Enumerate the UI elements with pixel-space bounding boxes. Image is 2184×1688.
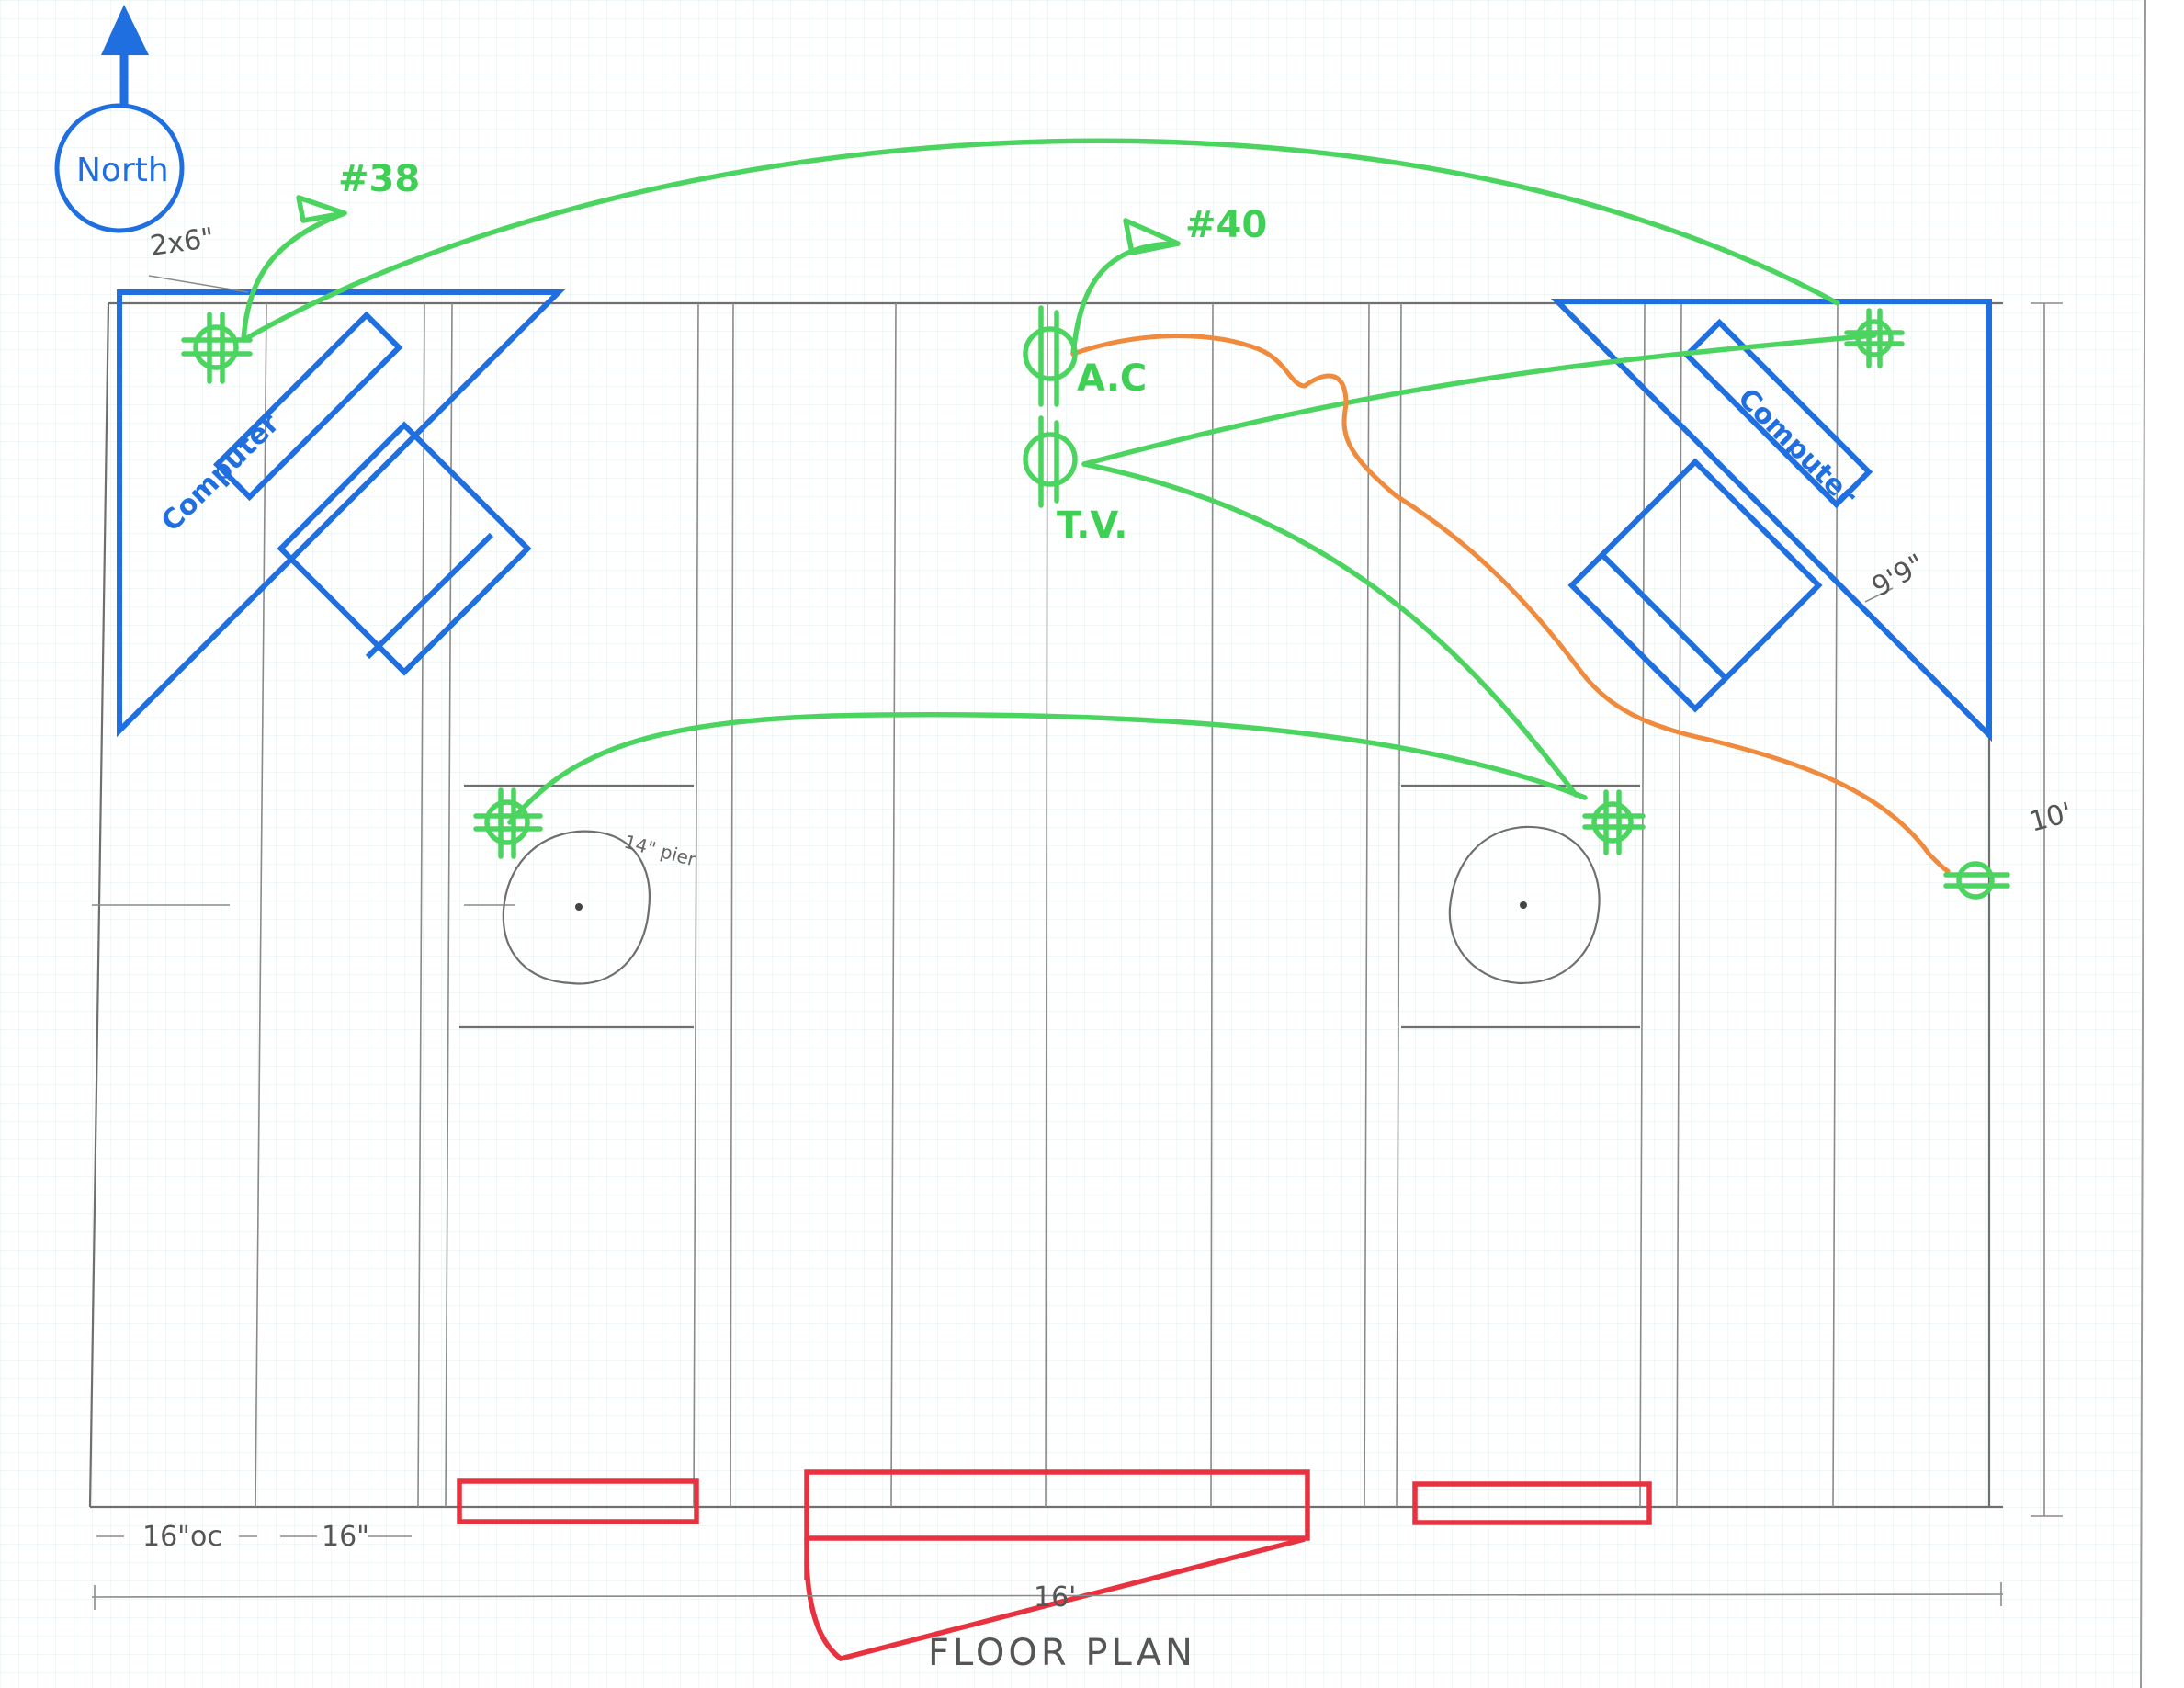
paper-right-edge bbox=[2140, 0, 2146, 1688]
door-openings bbox=[457, 1469, 1652, 1661]
outlet-symbol-ac bbox=[1023, 305, 1078, 407]
outlet-symbol-ne bbox=[1844, 308, 1905, 368]
pier-block-right bbox=[1401, 784, 1640, 1029]
ac-outlet-label: A.C bbox=[1077, 357, 1147, 400]
circuit-38-label: #38 bbox=[338, 158, 420, 200]
outlet-symbol-center-left bbox=[473, 787, 543, 859]
outlet-symbol-se bbox=[1943, 861, 2010, 900]
north-label: North bbox=[76, 152, 169, 189]
garage-door bbox=[804, 1469, 1310, 1541]
circuit-40-label: #40 bbox=[1185, 204, 1267, 246]
wall-framing bbox=[88, 301, 2003, 1509]
outlet-symbol-center-right bbox=[1582, 789, 1646, 855]
outlet-symbol-nw bbox=[181, 312, 253, 384]
plan-title: FLOOR PLAN bbox=[928, 1632, 1196, 1674]
outlet-circuit-38 bbox=[241, 138, 1877, 825]
north-compass: North bbox=[54, 5, 185, 233]
overall-width-label: 16' bbox=[1034, 1581, 1076, 1614]
window-left bbox=[457, 1478, 699, 1524]
stud-spacing-oc-label: 16"oc bbox=[142, 1521, 222, 1553]
outlet-symbol-tv bbox=[1023, 415, 1078, 508]
ac-circuit bbox=[1070, 334, 1951, 874]
window-right bbox=[1412, 1481, 1652, 1525]
dimension-lines bbox=[91, 275, 2063, 1610]
stud-spacing-label: 16" bbox=[322, 1521, 369, 1553]
north-arrow-icon bbox=[101, 5, 149, 55]
pier-block-left bbox=[92, 784, 694, 1029]
tv-outlet-label: T.V. bbox=[1057, 504, 1127, 547]
outlet-circuit-40 bbox=[1070, 218, 1579, 798]
